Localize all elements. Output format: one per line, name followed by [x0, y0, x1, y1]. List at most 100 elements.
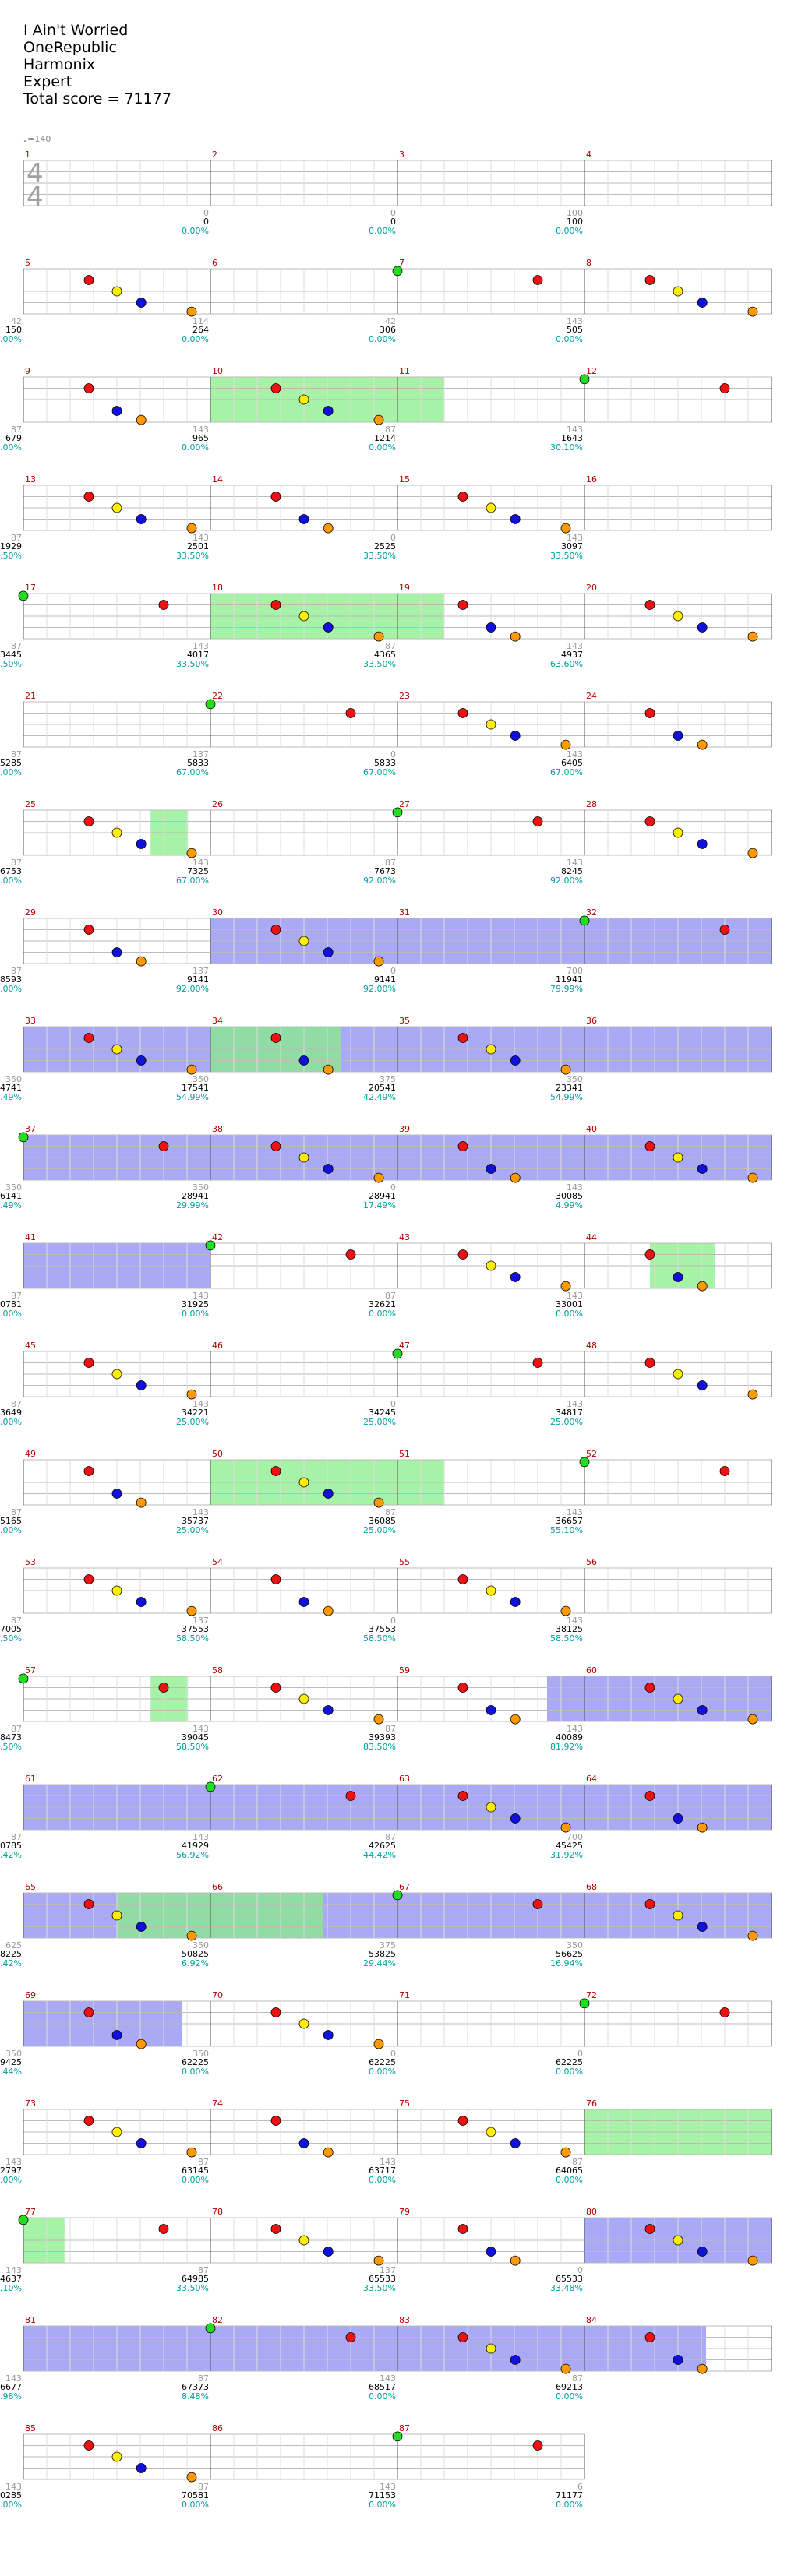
measure-number: 3	[399, 150, 404, 160]
measure-number: 44	[586, 1232, 597, 1242]
note-gem	[298, 1597, 309, 1607]
cumulative-score: 150	[5, 325, 22, 335]
note-gem	[298, 514, 309, 524]
note-gem	[186, 523, 197, 534]
measure-number: 4	[586, 150, 591, 160]
cumulative-score: 0	[203, 217, 209, 227]
cumulative-score: 9141	[374, 974, 396, 985]
measure-base-score: 350	[192, 1074, 209, 1084]
cumulative-score: 63145	[182, 2165, 209, 2176]
tempo-marker: ♩=140	[23, 134, 51, 144]
star-percentage: 0.00%	[556, 2391, 583, 2402]
note-gem	[298, 2138, 309, 2148]
note-gem	[323, 1705, 334, 1715]
note-gem	[136, 298, 147, 308]
note-gem	[486, 1705, 496, 1715]
note-gem	[560, 1064, 571, 1075]
note-gem	[186, 1930, 197, 1941]
note-gem	[560, 1281, 571, 1292]
measure-base-score: 143	[567, 641, 583, 651]
star-percentage: 25.00%	[0, 1525, 22, 1535]
note-gem	[323, 406, 334, 416]
cumulative-score: 100	[567, 217, 583, 227]
star-percentage: 0.00%	[369, 226, 396, 236]
measure-base-score: 143	[5, 2482, 22, 2492]
cumulative-score: 37553	[369, 1624, 396, 1634]
note-gem	[697, 1164, 708, 1174]
note-gem	[457, 492, 468, 502]
measure-number: 2	[212, 150, 217, 160]
measure-base-score: 87	[11, 533, 22, 543]
note-gem	[373, 956, 384, 967]
note-gem	[83, 1574, 94, 1584]
star-percentage: 0.00%	[369, 2067, 396, 2077]
measure-number: 61	[25, 1774, 36, 1784]
note-gem	[747, 631, 758, 642]
measure-number: 21	[25, 691, 36, 701]
note-gem	[510, 1272, 521, 1282]
note-gem	[83, 816, 94, 826]
note-gem	[186, 306, 197, 317]
note-gem	[186, 2472, 197, 2483]
measure-number: 70	[212, 1990, 223, 2000]
note-gem	[747, 1714, 758, 1725]
note-gem	[136, 839, 147, 849]
note-gem	[298, 1055, 309, 1066]
cumulative-score: 30085	[556, 1191, 583, 1201]
note-gem	[111, 827, 122, 838]
note-gem	[747, 1930, 758, 1941]
note-gem	[111, 1585, 122, 1596]
cumulative-score: 2501	[187, 541, 209, 551]
measure-base-score: 137	[192, 966, 209, 976]
star-percentage: 42.49%	[363, 1092, 396, 1102]
note-gem	[457, 1791, 468, 1801]
star-percentage: 83.50%	[363, 1742, 396, 1752]
measure-number: 75	[399, 2099, 410, 2109]
measure-number: 47	[399, 1341, 410, 1351]
measure-number: 66	[212, 1882, 223, 1892]
star-percentage: 67.00%	[176, 876, 209, 886]
measure-number: 42	[212, 1232, 223, 1242]
star-percentage: 0.00%	[182, 334, 209, 344]
note-gem	[510, 2355, 521, 2365]
star-percentage: 30.10%	[550, 442, 583, 453]
note-gem	[697, 1705, 708, 1715]
note-gem	[747, 306, 758, 317]
measure-number: 41	[25, 1232, 36, 1242]
star-percentage: 69.42%	[0, 1850, 22, 1860]
star-percentage: 33.50%	[176, 2283, 209, 2293]
measure-base-score: 143	[192, 533, 209, 543]
cumulative-score: 40089	[556, 1732, 583, 1743]
measure-number: 5	[25, 258, 30, 268]
measure-base-score: 143	[567, 1616, 583, 1626]
star-percentage: 33.50%	[363, 2283, 396, 2293]
note-gem	[186, 848, 197, 858]
note-gem	[673, 611, 683, 622]
measure-number: 68	[586, 1882, 597, 1892]
note-gem	[697, 739, 708, 750]
note-gem	[747, 2255, 758, 2266]
cumulative-score: 64985	[182, 2274, 209, 2284]
measure-number: 20	[586, 583, 597, 593]
cumulative-score: 4937	[561, 650, 583, 660]
note-gem	[270, 383, 281, 393]
star-percentage: 67.00%	[363, 767, 396, 777]
cumulative-score: 30781	[0, 1299, 22, 1309]
note-gem	[510, 2138, 521, 2148]
measure-number: 62	[212, 1774, 223, 1784]
measure-base-score: 87	[572, 2157, 583, 2167]
cumulative-score: 32621	[369, 1299, 396, 1309]
measure-base-score: 0	[390, 208, 396, 218]
measure-number: 30	[212, 907, 223, 918]
star-percentage: 58.50%	[363, 1633, 396, 1644]
note-gem	[457, 708, 468, 718]
note-gem	[510, 1714, 521, 1725]
measure-base-score: 0	[390, 1616, 396, 1626]
note-gem	[486, 2127, 496, 2137]
note-gem	[83, 1033, 94, 1043]
cumulative-score: 8593	[0, 974, 22, 985]
cumulative-score: 45425	[556, 1841, 583, 1851]
cumulative-score: 264	[192, 325, 209, 335]
note-gem	[510, 1055, 521, 1066]
